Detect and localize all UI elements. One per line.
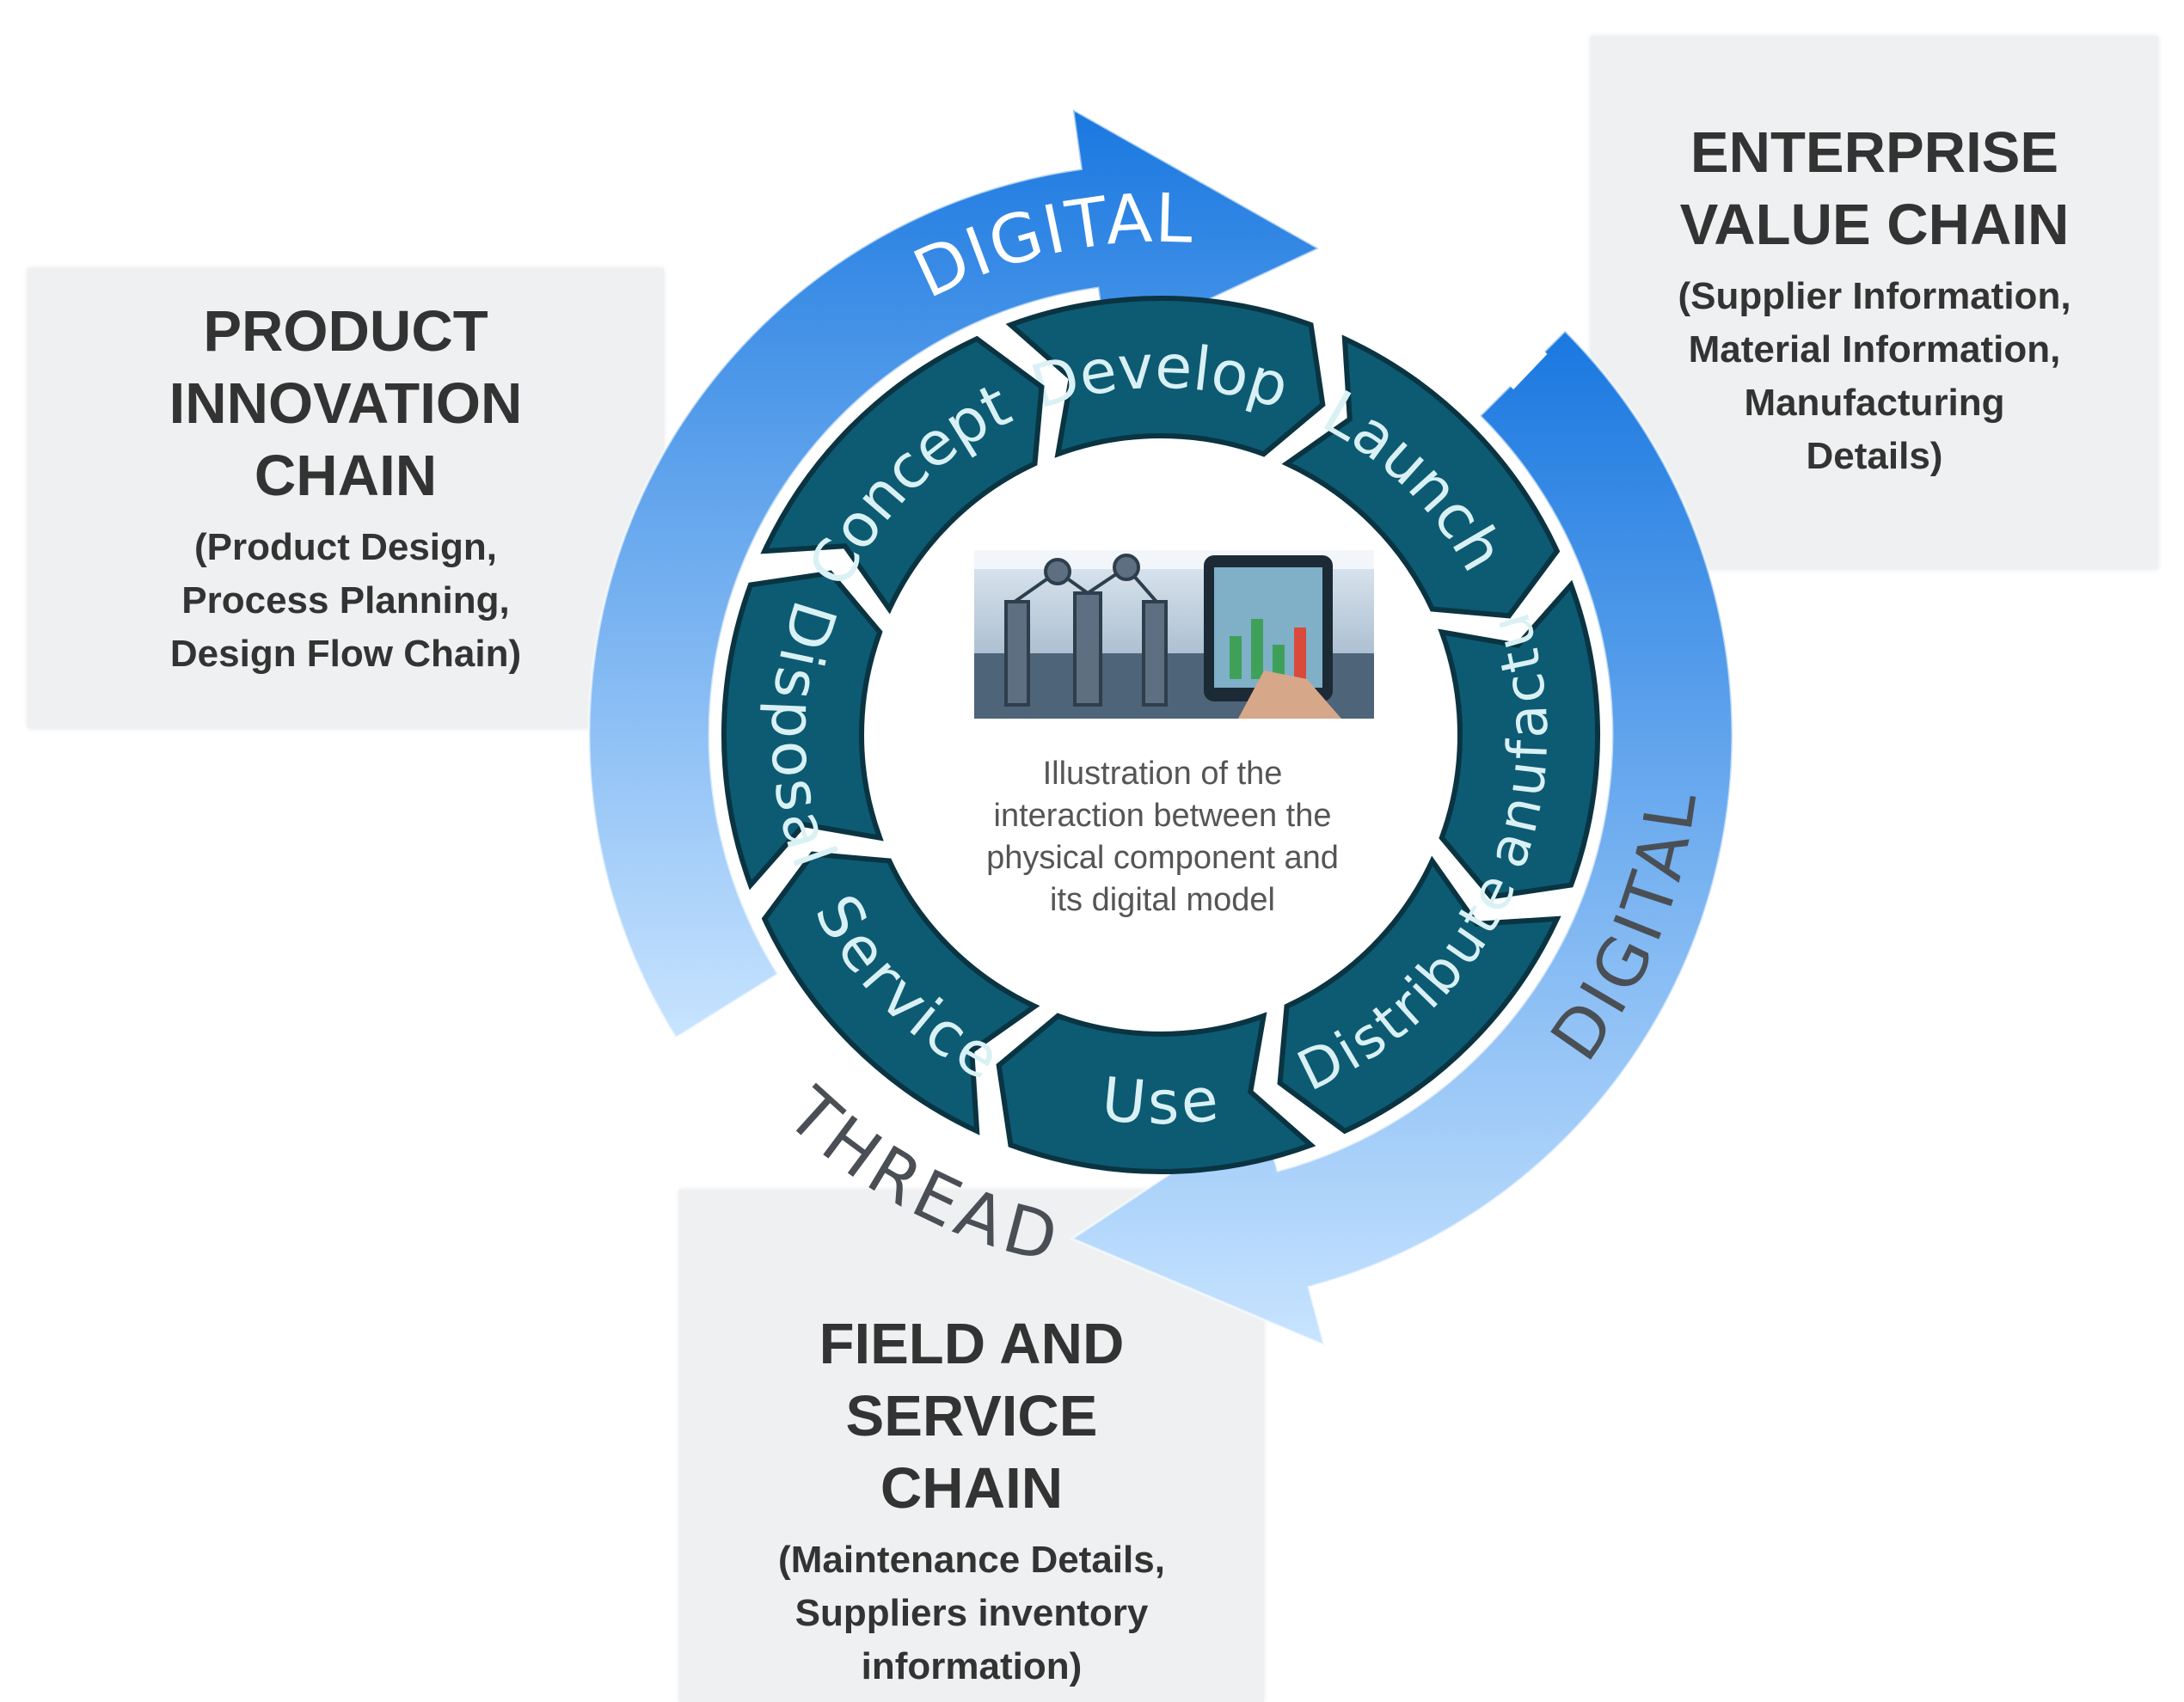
stage-segment-distribute (1277, 855, 1561, 1135)
digital-twin-arrow (587, 107, 1322, 1040)
product-innovation-chain-box: PRODUCT INNOVATION CHAIN (Product Design… (28, 268, 664, 728)
box-title-line: CHAIN (254, 444, 438, 508)
box-detail-line: (Product Design, (193, 526, 498, 568)
box-detail-line: (Supplier Information, (1678, 275, 2071, 317)
box-title-line: ENTERPRISE (1690, 120, 2059, 185)
stage-segment-concept (760, 335, 1045, 615)
center-caption-line: Illustration of the (1043, 756, 1283, 792)
box-title-line: INNOVATION (169, 371, 523, 436)
industrial-robot-tablet-illustration (974, 550, 1374, 719)
center-disc (881, 456, 1440, 1014)
box-detail-line: Process Planning, (181, 579, 510, 621)
center-caption: Illustration of the interaction between t… (986, 756, 1339, 918)
box-detail-line: Suppliers inventory (794, 1592, 1149, 1634)
box-detail-line: Manufacturing (1744, 382, 2005, 424)
box-detail-line: Material Information, (1688, 328, 2061, 370)
field-and-service-chain-box: FIELD AND SERVICE CHAIN (Maintenance Det… (679, 1190, 1264, 1702)
digital-thread-arrow (1069, 328, 1734, 1348)
stage-segment-develop (1005, 296, 1326, 458)
box-title-line: VALUE CHAIN (1679, 193, 2070, 257)
stage-segment-manufacture (1438, 579, 1600, 900)
stage-label-use: Use (1099, 1063, 1224, 1138)
box-detail-line: information) (861, 1645, 1083, 1687)
center-caption-line: physical component and (986, 840, 1339, 876)
center-caption-line: interaction between the (994, 798, 1332, 834)
box-title-line: PRODUCT (203, 299, 488, 364)
stage-segment-disposal (721, 570, 884, 891)
box-title-line: FIELD AND (819, 1312, 1125, 1376)
enterprise-value-chain-box: ENTERPRISE VALUE CHAIN (Supplier Informa… (1591, 36, 2158, 569)
stage-label-text: Use (1099, 1063, 1222, 1138)
box-detail-line: Details) (1806, 435, 1943, 477)
box-detail-line: (Maintenance Details, (778, 1539, 1165, 1581)
box-title-line: CHAIN (880, 1456, 1064, 1521)
box-title-line: SERVICE (845, 1384, 1098, 1448)
stage-segment-service (761, 851, 1040, 1136)
stage-segment-use (996, 1012, 1316, 1174)
stage-segment-launch (1281, 334, 1561, 619)
center-caption-line: its digital model (1050, 882, 1275, 918)
box-detail-line: Design Flow Chain) (169, 633, 522, 675)
